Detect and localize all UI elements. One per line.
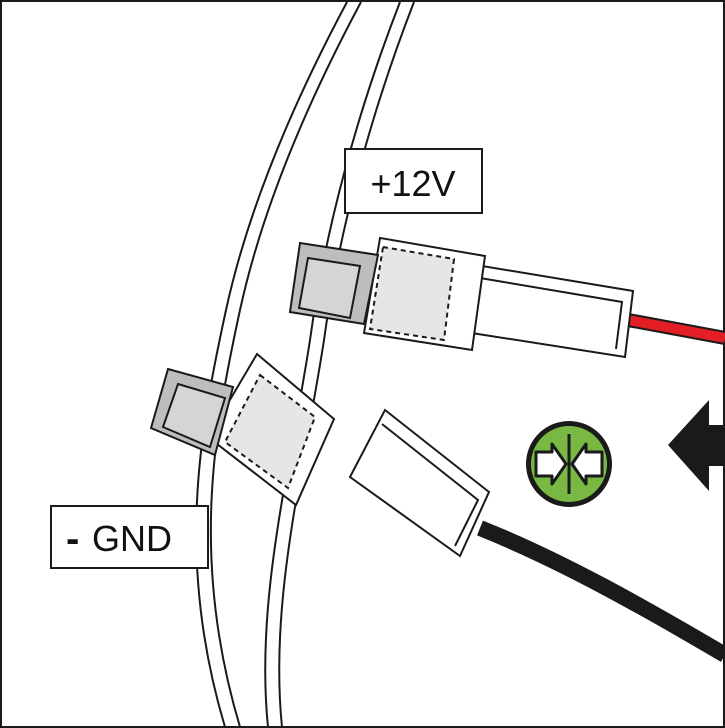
label-positive: +12V <box>344 148 483 214</box>
led-strip <box>195 1 415 728</box>
connector-negative <box>149 352 491 558</box>
label-positive-text: +12V <box>370 163 455 204</box>
arrow-left-icon <box>668 400 725 491</box>
label-negative: - GND <box>50 505 209 569</box>
label-negative-text: GND <box>92 518 172 559</box>
press-together-icon <box>526 421 612 507</box>
label-negative-symbol: - <box>66 517 79 561</box>
connector-positive <box>288 236 635 359</box>
wire-negative <box>477 520 725 662</box>
